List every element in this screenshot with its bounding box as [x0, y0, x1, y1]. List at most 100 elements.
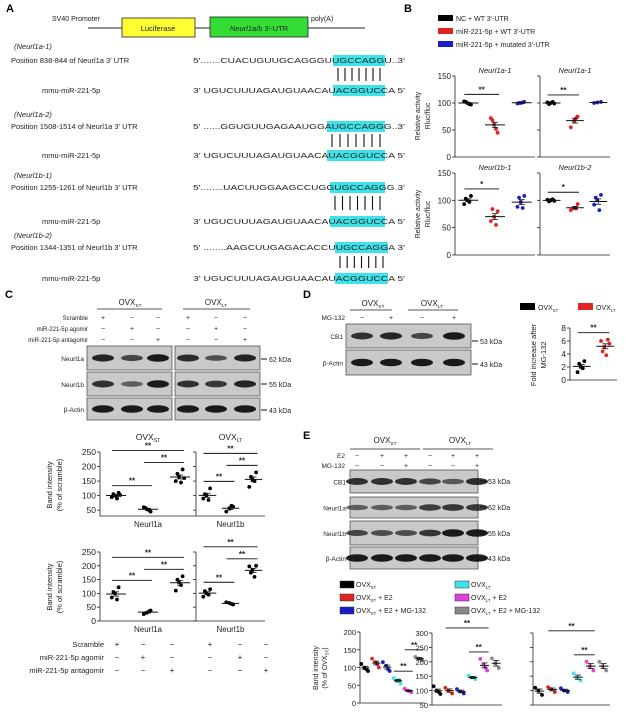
treatment-mark: −	[360, 315, 364, 322]
significance-label: **	[129, 571, 136, 580]
significance-label: *	[562, 183, 566, 192]
legend-swatch	[578, 303, 593, 310]
data-point	[600, 349, 605, 354]
significance-label: **	[239, 456, 246, 465]
treatment-mark: −	[186, 337, 190, 344]
protein-band	[346, 554, 368, 562]
ovx-subscript: LT	[222, 303, 227, 309]
legend-label: miR-221-5p + WT 3'-UTR	[456, 29, 535, 36]
plot-title: Neurl1b-1	[479, 163, 512, 172]
significance-label: **	[568, 622, 575, 631]
data-point	[533, 685, 538, 690]
mirna-highlight	[327, 150, 385, 161]
mirna-name: mmu-miR-221-5p	[42, 274, 100, 283]
protein-band	[419, 554, 441, 562]
legend-swatch	[339, 580, 355, 589]
treatment-mark: −	[156, 326, 160, 333]
site-position: Position 1344-1351 of Neurl1b 3' UTR	[11, 243, 138, 252]
y-tick-label: 0	[561, 375, 566, 385]
target-highlight	[327, 121, 385, 132]
data-point	[485, 668, 489, 673]
mirna-sequence: 3' UGUCUUUAGAUGUAACAUACGGUCCA 5'	[193, 274, 406, 283]
x-axis-label: Neurl1a	[134, 625, 163, 634]
protein-band	[177, 354, 199, 362]
site-position: Position 838-844 of Neurl1a 3' UTR	[11, 56, 130, 65]
treatment-mark: −	[101, 326, 105, 333]
x-axis-label: Neurl1b	[216, 520, 245, 529]
ovx-main: OVX	[373, 436, 391, 445]
legend-swatch	[438, 28, 453, 34]
x-axis-label: Neurl1a	[134, 520, 163, 529]
mirna-sequence: 3' UGUCUUUAGAUGUAACAUACGGUCCA 5'	[193, 217, 406, 226]
protein-band	[234, 354, 256, 362]
data-point	[206, 498, 211, 502]
ovx-main: OVX	[136, 432, 154, 442]
significance-label: **	[227, 538, 234, 547]
data-point	[604, 668, 609, 673]
ovx-rest: + E2 + MG-132	[376, 608, 426, 615]
treatment-mark: +	[130, 326, 134, 333]
legend-label: OVXST + E2 + MG-132	[356, 608, 426, 616]
treatment-mark: +	[101, 315, 105, 322]
protein-band	[147, 354, 169, 362]
treatment-mark: +	[141, 653, 146, 662]
panel-a-label: A	[6, 3, 14, 15]
data-point	[592, 202, 597, 207]
protein-band	[147, 405, 169, 413]
protein-band	[147, 380, 169, 388]
y-axis-label: (% of scramble)	[55, 560, 64, 613]
plot-title: Neurl1b-2	[559, 163, 593, 172]
data-point	[495, 209, 500, 214]
y-tick-label: 100	[415, 687, 428, 696]
group-header: OVXLT	[421, 299, 443, 310]
kda-label: 62 kDa	[488, 505, 510, 512]
significance-label: **	[145, 548, 152, 557]
data-point	[116, 585, 121, 590]
blot-row-label: CB1	[333, 480, 346, 487]
data-point	[515, 204, 520, 209]
data-point	[380, 660, 385, 665]
treatment-mark: −	[130, 337, 134, 344]
y-tick-label: 250	[415, 643, 428, 652]
group-header: OVXLT	[449, 436, 471, 447]
significance-label: *	[480, 180, 484, 189]
data-point	[522, 194, 527, 198]
y-axis-label: Relative activity	[415, 91, 422, 140]
legend-label: miR-221-5p + mutated 3'-UTR	[456, 42, 550, 49]
data-point	[431, 684, 436, 689]
mirna-sequence: 3' UGUCUUUAGAUGUAACAUACGGUCCA 5'	[193, 151, 406, 160]
data-point	[141, 612, 146, 616]
protein-band	[346, 478, 368, 485]
utr-rest: 3'-UTR	[262, 24, 288, 33]
protein-band	[371, 478, 393, 485]
ovx-main: OVX	[538, 305, 553, 312]
data-point	[517, 195, 521, 200]
legend-label: OVXLT + E2	[471, 595, 507, 603]
ovx-main: OVX	[356, 582, 371, 589]
y-tick-label: 8	[561, 323, 566, 333]
legend-swatch	[339, 606, 355, 615]
data-point	[359, 662, 364, 666]
data-point	[252, 574, 257, 579]
legend-label: OVXLT	[471, 582, 491, 590]
y-axis-label: (% of OVXST)	[322, 647, 330, 688]
data-point	[115, 496, 119, 501]
ovx-main: OVX	[219, 432, 237, 442]
protein-band	[466, 554, 488, 562]
mirna-highlight	[333, 85, 385, 96]
data-point	[208, 587, 213, 592]
protein-band	[466, 504, 488, 511]
significance-label: **	[161, 453, 168, 462]
protein-band	[205, 380, 227, 388]
y-tick-label: 150	[415, 672, 428, 681]
ovx-subscript: LT	[466, 441, 471, 447]
ovx-main: OVX	[361, 299, 379, 308]
treatment-mark: +	[404, 453, 408, 460]
treatment-mark: −	[451, 463, 455, 470]
protein-band	[380, 332, 402, 340]
treatment-label: Scramble	[63, 316, 89, 322]
y-tick-label: 150	[82, 476, 96, 486]
protein-band	[395, 530, 417, 536]
data-point	[469, 194, 473, 198]
